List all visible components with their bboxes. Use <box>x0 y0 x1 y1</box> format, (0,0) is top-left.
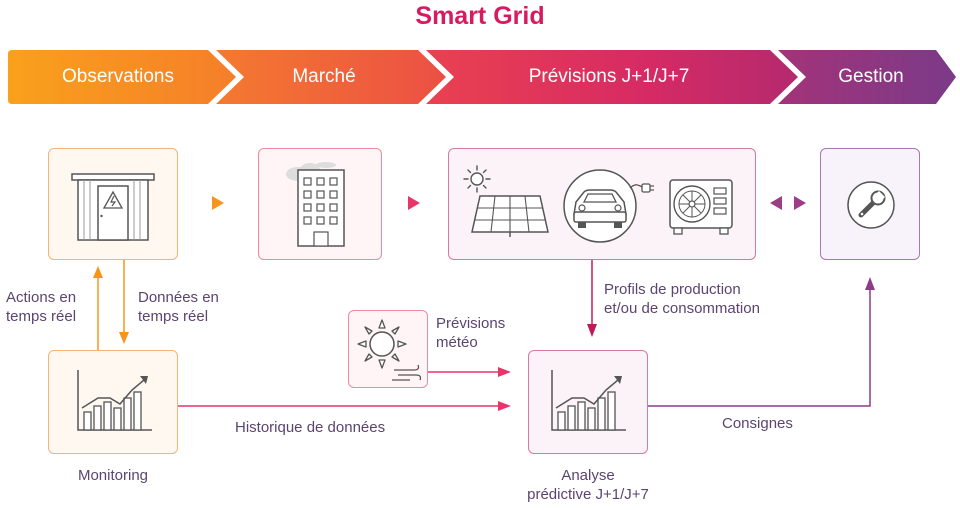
label-meteo-line2: météo <box>436 334 478 351</box>
chart-icon-analysis <box>551 370 626 431</box>
monitoring-box <box>48 350 178 454</box>
page-title: Smart Grid <box>415 2 545 30</box>
label-actions-line1: Actions en <box>6 289 77 306</box>
phase-chevron-observations <box>8 50 236 104</box>
triangle-prev-gestion-left <box>770 196 782 210</box>
phase-chevron-previsions <box>426 50 798 104</box>
label-profils-line1: Profils de production <box>604 281 741 298</box>
phase-chevron-gestion <box>778 50 956 104</box>
label-donnees-line2: temps réel <box>138 308 209 325</box>
heat-pump-icon <box>669 179 733 235</box>
arrow-historique-head <box>498 401 511 411</box>
phase-banner <box>8 50 956 104</box>
label-actions: Actions en temps réel <box>6 288 76 326</box>
phase-previsions: Prévisions J+1/J+7 <box>528 66 690 87</box>
chart-icon <box>77 370 152 431</box>
phase-chevron-marche <box>216 50 446 104</box>
label-analyse-line2: prédictive J+1/J+7 <box>527 486 649 503</box>
wrench-icon <box>847 181 895 229</box>
label-meteo: Prévisions météo <box>436 314 505 352</box>
label-historique: Historique de données <box>235 419 386 436</box>
label-analyse-line1: Analyse <box>561 467 615 484</box>
label-profils-line2: et/ou de consommation <box>604 300 760 317</box>
arrow-actions-head <box>93 266 103 278</box>
arrow-consignes-head <box>865 277 875 290</box>
label-consignes: Consignes <box>722 415 793 432</box>
label-analyse: Analyse prédictive J+1/J+7 <box>498 466 678 504</box>
label-profils: Profils de production et/ou de consommat… <box>604 280 760 318</box>
analysis-box <box>528 350 648 454</box>
solar-panel-icon <box>471 195 549 237</box>
arrow-profils-head <box>587 324 597 337</box>
phase-gestion: Gestion <box>838 66 904 87</box>
triangle-marche-prev <box>408 196 420 210</box>
phase-observations: Observations <box>62 66 174 87</box>
building-icon <box>286 162 345 247</box>
label-actions-line2: temps réel <box>6 308 77 325</box>
triangle-prev-gestion-right <box>794 196 806 210</box>
label-monitoring: Monitoring <box>77 467 149 484</box>
phase-marche: Marché <box>292 66 356 87</box>
triangle-obs-marche <box>212 196 224 210</box>
sun-icon <box>463 165 491 193</box>
label-donnees-line1: Données en <box>138 289 219 306</box>
arrow-donnees-head <box>119 332 129 344</box>
substation-icon <box>71 173 155 241</box>
arrow-meteo-head <box>498 367 511 377</box>
electric-car-icon <box>563 169 654 243</box>
label-donnees: Données en temps réel <box>138 288 219 326</box>
label-meteo-line1: Prévisions <box>436 315 506 332</box>
weather-icon <box>357 319 422 381</box>
arrow-consignes-line <box>648 288 871 407</box>
